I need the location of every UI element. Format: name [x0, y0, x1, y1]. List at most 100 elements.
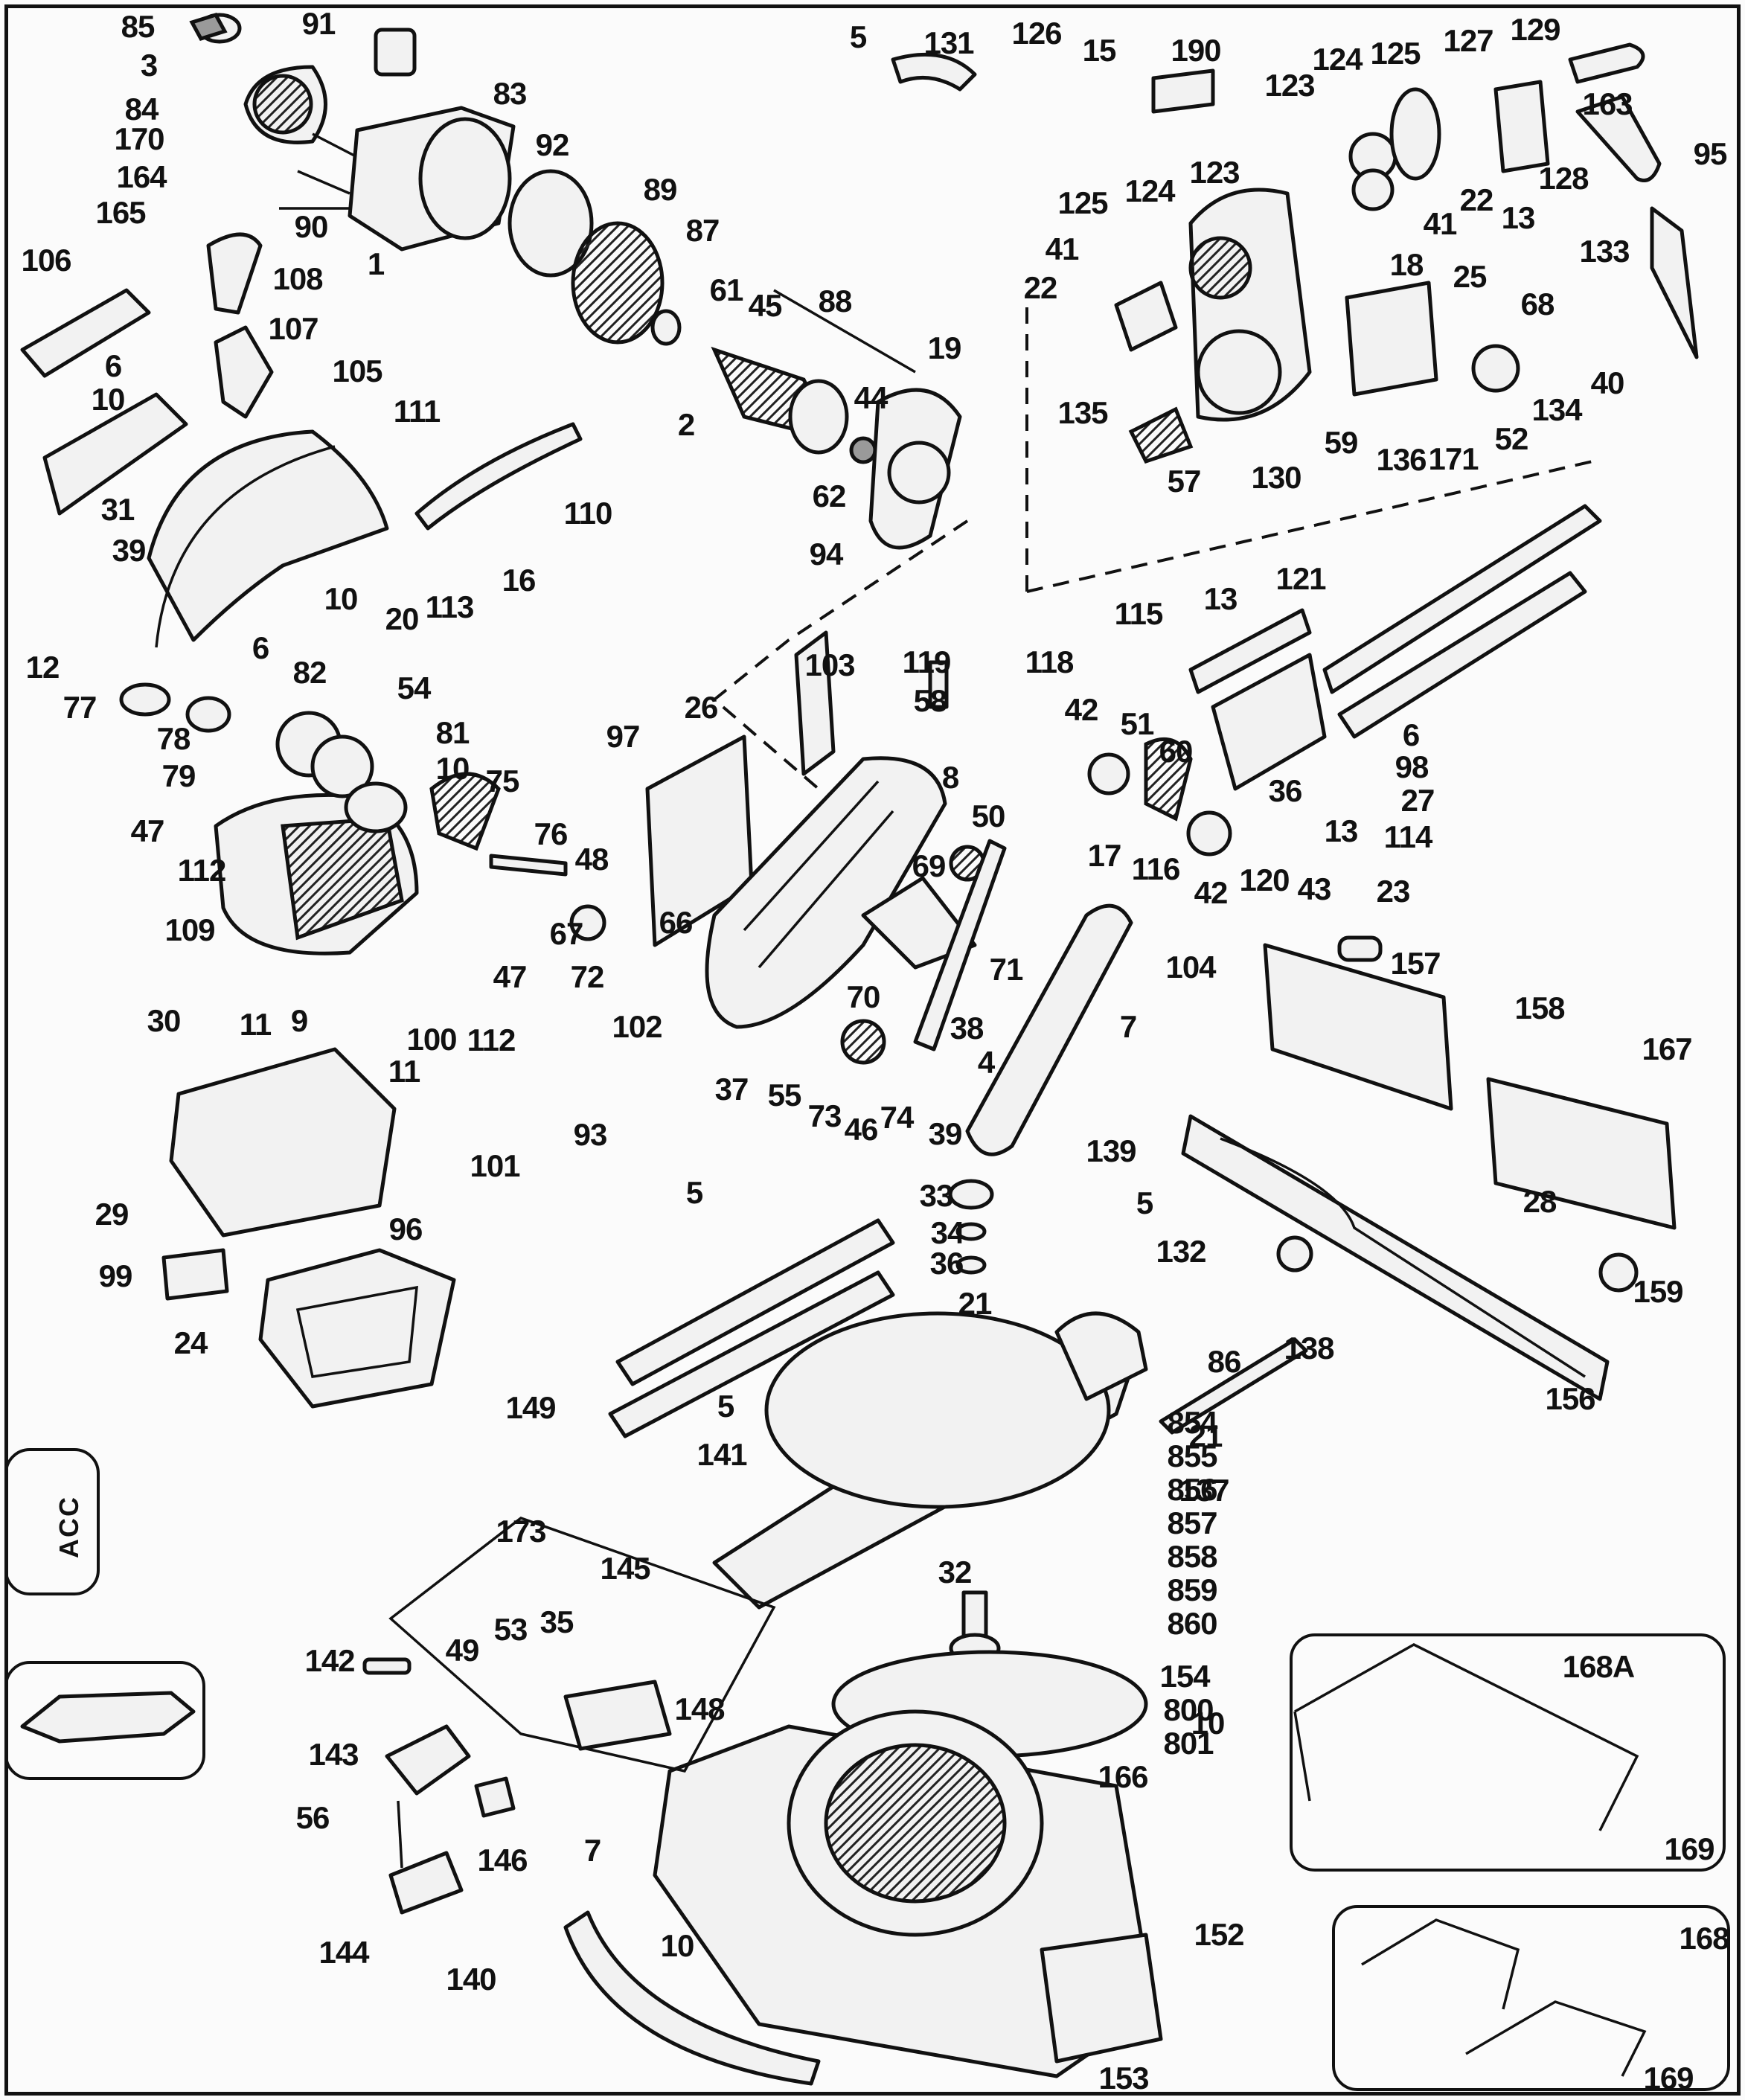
part-callout-106: 106 [21, 243, 71, 278]
part-callout-36: 36 [1268, 773, 1303, 808]
part-callout-153: 153 [1098, 2061, 1149, 2096]
part-callout-167: 167 [1642, 1031, 1692, 1066]
part-callout-94: 94 [809, 537, 844, 572]
part-callout-61: 61 [709, 272, 744, 307]
part-callout-132: 132 [1156, 1234, 1206, 1269]
part-callout-111: 111 [393, 394, 441, 429]
part-callout-154: 154 [1159, 1659, 1210, 1694]
part-callout-76: 76 [534, 816, 569, 851]
part-callout-169: 169 [1664, 1831, 1714, 1866]
part-callout-4: 4 [977, 1045, 995, 1080]
part-callout-9: 9 [290, 1003, 308, 1038]
part-callout-165: 165 [95, 195, 146, 230]
part-callout-10: 10 [1191, 1706, 1226, 1741]
part-callout-51: 51 [1120, 706, 1155, 741]
part-callout-163: 163 [1582, 86, 1633, 121]
fence-assembly [1181, 935, 1677, 1401]
part-callout-70: 70 [846, 979, 881, 1014]
part-callout-190: 190 [1171, 33, 1221, 68]
part-callout-102: 102 [612, 1009, 662, 1044]
part-callout-83: 83 [493, 76, 528, 111]
diagram-border [4, 4, 1741, 2096]
part-callout-33: 33 [919, 1178, 954, 1213]
part-callout-13: 13 [1203, 581, 1238, 616]
part-callout-119: 119 [902, 644, 952, 679]
part-callout-6: 6 [104, 348, 122, 383]
part-callout-5: 5 [849, 19, 867, 54]
part-callout-73: 73 [807, 1098, 842, 1133]
part-callout-57: 57 [1167, 464, 1202, 499]
blade-guard-assembly [20, 232, 606, 955]
part-callout-5: 5 [1136, 1185, 1153, 1220]
part-callout-158: 158 [1514, 990, 1565, 1025]
part-callout-126: 126 [1011, 16, 1062, 51]
part-callout-77: 77 [63, 690, 97, 725]
part-callout-38: 38 [950, 1011, 984, 1046]
part-callout-29: 29 [95, 1197, 129, 1232]
part-callout-71: 71 [989, 952, 1024, 987]
part-callout-173: 173 [496, 1514, 546, 1549]
part-callout-120: 120 [1239, 862, 1290, 897]
part-callout-101: 101 [470, 1148, 520, 1183]
part-callout-93: 93 [573, 1117, 608, 1152]
part-callout-48: 48 [574, 842, 609, 877]
part-callout-6: 6 [252, 630, 269, 665]
motor-assembly [189, 13, 969, 790]
part-callout-11: 11 [239, 1007, 272, 1042]
part-callout-12: 12 [25, 650, 60, 685]
part-callout-136: 136 [1376, 442, 1427, 477]
part-callout-46: 46 [844, 1112, 879, 1147]
part-callout-141: 141 [697, 1437, 747, 1472]
part-callout-26: 26 [684, 690, 719, 725]
part-callout-2: 2 [677, 407, 695, 442]
part-callout-857: 857 [1167, 1505, 1217, 1540]
part-callout-124: 124 [1312, 42, 1363, 77]
part-callout-99: 99 [98, 1258, 133, 1293]
part-callout-54: 54 [397, 670, 432, 705]
part-callout-89: 89 [643, 172, 678, 207]
part-callout-121: 121 [1275, 561, 1326, 596]
part-callout-17: 17 [1087, 838, 1122, 873]
part-callout-50: 50 [971, 798, 1006, 833]
part-callout-144: 144 [318, 1935, 369, 1970]
part-callout-39: 39 [112, 533, 147, 568]
part-callout-169: 169 [1643, 2061, 1694, 2096]
part-callout-23: 23 [1376, 874, 1411, 909]
part-callout-8: 8 [941, 760, 959, 795]
accessory-label: ACC [54, 1496, 84, 1558]
part-callout-801: 801 [1163, 1726, 1214, 1761]
part-callout-16: 16 [502, 563, 537, 598]
part-callout-11: 11 [388, 1054, 420, 1089]
part-callout-103: 103 [804, 647, 855, 682]
part-callout-854: 854 [1167, 1405, 1217, 1440]
part-callout-5: 5 [685, 1175, 703, 1210]
part-callout-131: 131 [923, 25, 974, 60]
part-callout-92: 92 [535, 127, 570, 162]
part-callout-90: 90 [294, 209, 329, 244]
part-callout-78: 78 [156, 721, 191, 756]
part-callout-109: 109 [164, 912, 215, 947]
part-callout-7: 7 [583, 1833, 601, 1868]
part-callout-41: 41 [1045, 231, 1080, 266]
part-callout-42: 42 [1194, 875, 1229, 910]
part-callout-41: 41 [1423, 206, 1458, 241]
part-callout-123: 123 [1264, 68, 1315, 103]
part-callout-84: 84 [124, 92, 159, 127]
part-callout-7: 7 [1119, 1009, 1137, 1044]
part-callout-142: 142 [304, 1643, 355, 1678]
part-callout-125: 125 [1370, 36, 1421, 71]
part-callout-25: 25 [1453, 259, 1488, 294]
part-callout-13: 13 [1324, 813, 1359, 848]
part-callout-133: 133 [1579, 234, 1630, 269]
part-callout-66: 66 [659, 905, 694, 940]
part-callout-1: 1 [367, 246, 385, 281]
part-callout-855: 855 [1167, 1438, 1217, 1473]
part-callout-18: 18 [1389, 247, 1424, 282]
part-callout-62: 62 [812, 478, 847, 513]
part-callout-171: 171 [1428, 441, 1479, 476]
part-callout-79: 79 [161, 758, 196, 793]
base-and-table [161, 1047, 1308, 2086]
part-callout-114: 114 [1383, 819, 1433, 854]
part-callout-52: 52 [1494, 421, 1529, 456]
part-callout-20: 20 [385, 601, 420, 636]
